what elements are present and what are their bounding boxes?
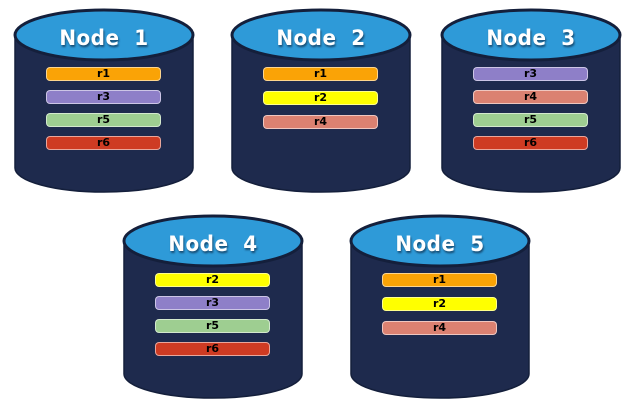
range-label: r6 <box>523 136 538 149</box>
range-bar: r2 <box>155 273 270 287</box>
range-label: r4 <box>432 321 447 334</box>
range-label: r2 <box>313 91 328 104</box>
node-cylinder: Node 5 r1 r2 r4 <box>349 214 531 400</box>
range-bar: r4 <box>382 321 497 335</box>
range-label: r4 <box>523 90 538 103</box>
range-label: r3 <box>96 90 111 103</box>
range-bar: r1 <box>263 67 378 81</box>
node-title: Node 1 <box>59 26 149 50</box>
range-list: r3 r4 r5 r6 <box>473 67 588 150</box>
range-bar: r4 <box>473 90 588 104</box>
range-bar: r3 <box>473 67 588 81</box>
range-bar: r6 <box>46 136 161 150</box>
cylinder-top-ellipse <box>230 8 412 62</box>
range-label: r2 <box>432 297 447 310</box>
range-label: r3 <box>523 67 538 80</box>
range-label: r6 <box>205 342 220 355</box>
range-list: r1 r2 r4 <box>382 273 497 335</box>
range-label: r5 <box>205 319 220 332</box>
range-bar: r1 <box>46 67 161 81</box>
node-title: Node 2 <box>276 26 366 50</box>
range-list: r1 r2 r4 <box>263 67 378 129</box>
node-title: Node 4 <box>168 232 258 256</box>
range-label: r1 <box>96 67 111 80</box>
range-bar: r5 <box>155 319 270 333</box>
node-title: Node 3 <box>486 26 576 50</box>
range-bar: r3 <box>46 90 161 104</box>
node-cylinder: Node 4 r2 r3 r5 r6 <box>122 214 304 400</box>
node-cylinder: Node 2 r1 r2 r4 <box>230 8 412 194</box>
range-bar: r5 <box>46 113 161 127</box>
cylinder-top-ellipse <box>13 8 195 62</box>
range-label: r2 <box>205 273 220 286</box>
range-list: r2 r3 r5 r6 <box>155 273 270 356</box>
range-bar: r6 <box>473 136 588 150</box>
range-bar: r5 <box>473 113 588 127</box>
node-cylinder: Node 3 r3 r4 r5 r6 <box>440 8 622 194</box>
cylinder-top-ellipse <box>440 8 622 62</box>
cylinder-top-ellipse <box>349 214 531 268</box>
range-bar: r2 <box>263 91 378 105</box>
node-cylinder: Node 1 r1 r3 r5 r6 <box>13 8 195 194</box>
cylinder-top-ellipse <box>122 214 304 268</box>
node-title: Node 5 <box>395 232 485 256</box>
range-label: r5 <box>96 113 111 126</box>
range-bar: r4 <box>263 115 378 129</box>
range-list: r1 r3 r5 r6 <box>46 67 161 150</box>
range-label: r1 <box>432 273 447 286</box>
range-label: r5 <box>523 113 538 126</box>
range-bar: r6 <box>155 342 270 356</box>
range-bar: r3 <box>155 296 270 310</box>
range-label: r1 <box>313 67 328 80</box>
range-bar: r1 <box>382 273 497 287</box>
range-bar: r2 <box>382 297 497 311</box>
range-label: r4 <box>313 115 328 128</box>
range-label: r3 <box>205 296 220 309</box>
range-label: r6 <box>96 136 111 149</box>
